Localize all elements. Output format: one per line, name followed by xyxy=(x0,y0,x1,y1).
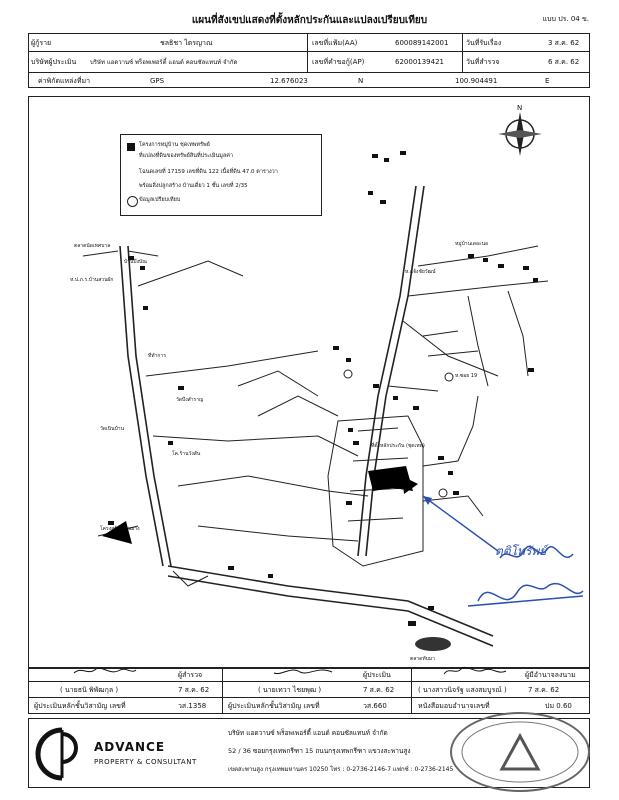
map-label-1: ตลาดนัดเทศบาล xyxy=(74,243,111,249)
map-label-4: ที่ทำการ xyxy=(148,353,166,359)
surveyor-signature xyxy=(73,667,137,674)
legend-line-5: ข้อมูลเปรียบเทียบ xyxy=(139,197,181,203)
longitude-hemisphere: E xyxy=(545,77,550,85)
license3-label: หนังสือมอบอำนาจเลขที่ xyxy=(418,702,490,710)
subject-parcel-marker xyxy=(368,466,413,491)
company-address-1: 52 / 36 ซอยกรุงเทพกรีฑา 15 ถนนกรุงเทพกรี… xyxy=(228,747,411,755)
surveyor-role: ผู้สำรวจ xyxy=(178,671,203,679)
seal-logo-icon xyxy=(461,721,579,783)
legend-line-3: โฉนดเลขที่ 17159 เลขที่ดิน 122 เนื้อที่ด… xyxy=(139,169,278,175)
signature-text: ตติโทรัพย์ xyxy=(495,544,547,558)
subject-square-icon xyxy=(127,143,135,151)
company-brand: ADVANCE xyxy=(94,740,166,754)
north-arrow-icon: N xyxy=(498,104,542,156)
borrower-label: ผู้กู้ราย xyxy=(31,39,52,47)
appraiser-company-value: บริษัท แอดวานซ์ พร็อพเพอร์ตี้ แอนด์ คอนซ… xyxy=(90,59,238,66)
map-label-3: ห.ป.ภ.ร.บ้านสวนผัก xyxy=(70,277,114,283)
svg-text:N: N xyxy=(517,104,522,112)
license2-number: วส.660 xyxy=(363,702,387,710)
received-date-value: 3 ส.ค. 62 xyxy=(548,39,580,47)
map-label-8: หมู่บ้านเดอะนอ xyxy=(455,241,489,247)
borrower-name: ชลธิชา ไตรญาณ xyxy=(160,39,213,47)
map-legend: โครงการหมู่บ้าน ชุดเทพทรัพย์ ที่แปลงที่ด… xyxy=(120,134,322,216)
comparison-circle-icon xyxy=(127,196,138,207)
location-map: N xyxy=(82,104,584,651)
surveyor-name: ( นายธนิ พิพัฒกุล ) xyxy=(60,686,119,694)
company-address-2: เขตสะพานสูง กรุงเทพมหานคร 10250 โทร : 0-… xyxy=(228,766,454,773)
map-label-9: ห.แจ้งชัยวัฒน์ xyxy=(405,269,436,275)
file-no-label: เลขที่แฟ้ม(AA) xyxy=(312,39,358,47)
legend-line-4: พร้อมสิ่งปลูกสร้าง บ้านเดี่ยว 1 ชั้น เลข… xyxy=(139,183,248,189)
map-label-5: วัดบึงสำราญ xyxy=(176,397,204,403)
appraiser-role: ผู้ประเมิน xyxy=(363,671,391,679)
map-label-2: บ้านบึงบัณ xyxy=(124,259,147,265)
document-title: แผนที่สังเขปแสดงที่ตั้งหลักประกันและแปลง… xyxy=(191,15,428,26)
manager-signature xyxy=(443,666,507,675)
manager-date: 7 ส.ค. 62 xyxy=(528,686,560,694)
license3-number: ปม 0.60 xyxy=(545,702,572,710)
map-label-12: ตลาดทับมา xyxy=(410,656,435,662)
legend-line-1: โครงการหมู่บ้าน ชุดเทพทรัพย์ xyxy=(139,142,210,148)
form-number: แบบ ปร. 04 ข. xyxy=(542,15,589,23)
license1-number: วส.1358 xyxy=(178,702,207,710)
survey-date-label: วันที่สำรวจ xyxy=(466,58,500,66)
signature-table xyxy=(28,668,590,714)
advance-logo-icon xyxy=(35,727,78,781)
map-label-10: ห.ซอย 19 xyxy=(455,373,478,379)
map-label-6: วัดเนินบ้าน xyxy=(100,426,124,432)
map-label-11: โครงสร้างสวนยาง xyxy=(100,526,140,532)
request-no-label: เลขที่คำขอกู้(AP) xyxy=(312,58,365,66)
license1-label: ผู้ประเมินหลักชั้นวิสามัญ เลขที่ xyxy=(34,702,126,710)
latitude-hemisphere: N xyxy=(358,77,364,85)
subject-label: ที่ตั้งหลักประกัน (ชุดเทพ) xyxy=(371,443,425,449)
map-label-7: โค.ร้านวังสัน xyxy=(172,451,201,457)
manager-name: ( นางสาวนิจรัฐ แสงสมบูรณ์ ) xyxy=(418,686,507,694)
company-seal xyxy=(450,712,590,792)
appraiser-signature xyxy=(273,669,333,675)
company-name-th: บริษัท แอดวานซ์ พร็อพเพอร์ตี้ แอนด์ คอนซ… xyxy=(228,729,388,737)
appraiser-company-label: บริษัทผู้ประเมิน xyxy=(31,58,77,66)
received-date-label: วันที่รับเรื่อง xyxy=(466,39,502,47)
legend-line-2: ที่แปลงที่ดินของทรัพย์สินที่ประเมินมูลค่… xyxy=(139,153,234,159)
latitude-value: 12.676023 xyxy=(270,77,308,85)
manager-role: ผู้มีอำนาจลงนาม xyxy=(525,671,576,679)
request-no-value: 62000139421 xyxy=(395,58,444,66)
coord-source-value: GPS xyxy=(150,77,165,85)
longitude-value: 100.904491 xyxy=(455,77,498,85)
company-logo: ADVANCE PROPERTY & CONSULTANT xyxy=(28,722,218,782)
info-table xyxy=(28,33,590,88)
license2-label: ผู้ประเมินหลักชั้นวิสามัญ เลขที่ xyxy=(228,702,320,710)
map-frame xyxy=(28,96,590,668)
coord-source-label: ค่าพิกัดแหล่งที่มา xyxy=(38,77,91,85)
survey-date-value: 6 ส.ค. 62 xyxy=(548,58,580,66)
blue-signature-2 xyxy=(467,583,584,607)
appraiser-date: 7 ส.ค. 62 xyxy=(363,686,395,694)
surveyor-date: 7 ส.ค. 62 xyxy=(178,686,210,694)
appraiser-name: ( นายเทวา ไชยพุฒ ) xyxy=(258,686,322,694)
file-no-value: 600089142001 xyxy=(395,39,449,47)
company-tagline: PROPERTY & CONSULTANT xyxy=(94,758,197,766)
blue-signature-1 xyxy=(499,545,574,559)
